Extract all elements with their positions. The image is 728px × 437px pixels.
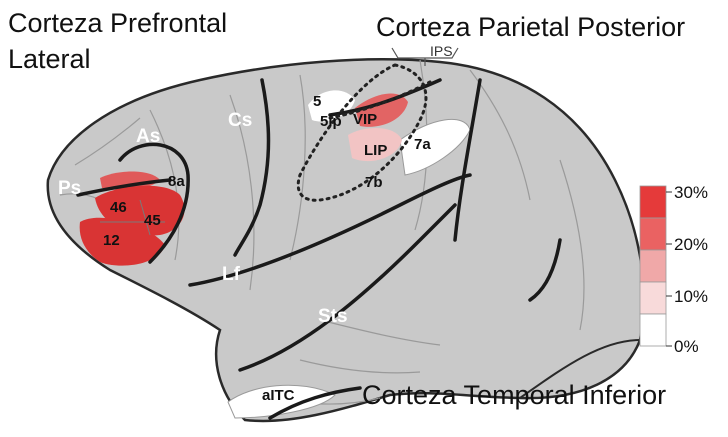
tick-label-10: 10% [674,287,708,306]
label-as: As [136,126,160,147]
prefrontal-title-line2: Lateral [8,44,91,74]
temporal-title: Corteza Temporal Inferior [362,380,666,410]
label-5ip: 5ip [320,113,342,130]
color-bar-cell-3 [640,250,666,282]
label-sts: Sts [318,306,348,327]
tick-label-0: 0% [674,337,699,356]
color-bar-cell-1 [640,186,666,218]
color-bar-cell-2 [640,218,666,250]
label-lip: LIP [364,142,387,159]
color-bar-cell-4 [640,282,666,314]
tick-label-20: 20% [674,235,708,254]
label-46: 46 [110,199,127,216]
label-ps: Ps [58,178,81,199]
color-bar-cell-5 [640,314,666,346]
prefrontal-title-line1: Corteza Prefrontal [8,8,227,38]
label-7a: 7a [414,136,431,153]
label-cs: Cs [228,110,252,131]
label-45: 45 [144,212,161,229]
label-12: 12 [103,232,120,249]
color-bar: 30% 20% 10% 0% [640,183,708,356]
label-vip: VIP [353,111,377,128]
parietal-title: Corteza Parietal Posterior [376,12,685,42]
label-aitc: aITC [262,387,295,404]
label-7b: 7b [365,174,383,191]
ips-label: IPS [430,43,453,59]
tick-label-30: 30% [674,183,708,202]
label-5: 5 [313,93,321,110]
label-lf: Lf [222,264,241,285]
label-8a: 8a [168,173,185,190]
